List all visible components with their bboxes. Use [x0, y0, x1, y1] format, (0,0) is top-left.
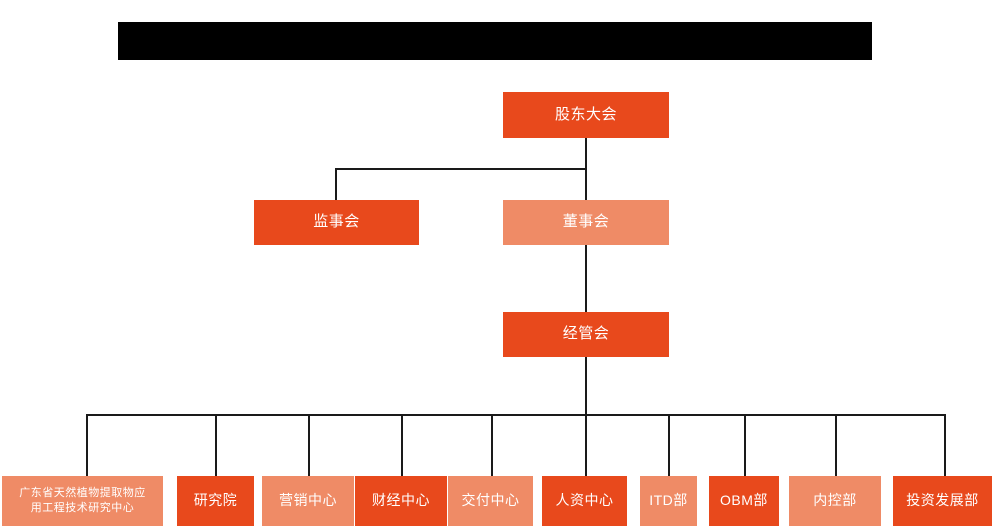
node-dept-itd[interactable]: ITD部	[640, 476, 697, 526]
connector-shareholders-down	[585, 137, 587, 170]
connector-board-to-management	[585, 240, 587, 313]
connector-to-dept-2	[215, 414, 217, 476]
connector-departments-bus	[86, 414, 945, 416]
node-dept-obm[interactable]: OBM部	[709, 476, 779, 526]
connector-to-dept-1	[86, 414, 88, 476]
node-supervisory-board[interactable]: 监事会	[254, 200, 419, 245]
node-dept-investment-development[interactable]: 投资发展部	[893, 476, 992, 526]
node-label: OBM部	[720, 492, 768, 509]
node-label: 交付中心	[461, 492, 520, 509]
node-dept-guangdong-research-center[interactable]: 广东省天然植物提取物应 用工程技术研究中心	[2, 476, 163, 526]
node-label: 广东省天然植物提取物应 用工程技术研究中心	[15, 486, 150, 516]
node-label-line1: 广东省天然植物提取物应	[19, 487, 146, 500]
connector-to-dept-9	[835, 414, 837, 476]
node-label: 投资发展部	[906, 492, 979, 509]
node-dept-finance-center[interactable]: 财经中心	[355, 476, 447, 526]
connector-tier2-bus	[335, 168, 587, 170]
node-management-committee[interactable]: 经管会	[503, 312, 669, 357]
node-label: ITD部	[649, 492, 688, 509]
connector-to-dept-8	[744, 414, 746, 476]
node-label: 内控部	[813, 492, 857, 509]
connector-to-board	[585, 168, 587, 201]
node-label: 研究院	[193, 492, 238, 509]
node-label: 股东大会	[554, 105, 617, 123]
connector-management-down	[585, 357, 587, 415]
node-dept-marketing-center[interactable]: 营销中心	[262, 476, 354, 526]
node-label-line2: 用工程技术研究中心	[30, 502, 135, 514]
node-label: 营销中心	[279, 492, 337, 509]
connector-to-dept-6	[585, 414, 587, 476]
redacted-title-bar	[118, 22, 872, 60]
node-dept-internal-control[interactable]: 内控部	[789, 476, 881, 526]
node-shareholders-meeting[interactable]: 股东大会	[503, 92, 669, 138]
node-board-of-directors[interactable]: 董事会	[503, 200, 669, 245]
node-label: 监事会	[313, 213, 360, 231]
node-dept-research-institute[interactable]: 研究院	[177, 476, 254, 526]
node-label: 董事会	[562, 213, 610, 231]
connector-to-dept-7	[668, 414, 670, 476]
connector-to-supervisory	[335, 168, 337, 201]
connector-to-dept-10	[944, 414, 946, 476]
node-label: 人资中心	[555, 492, 614, 509]
node-label: 经管会	[562, 325, 610, 343]
connector-to-dept-5	[491, 414, 493, 476]
connector-to-dept-3	[308, 414, 310, 476]
node-dept-hr-center[interactable]: 人资中心	[542, 476, 627, 526]
node-dept-delivery-center[interactable]: 交付中心	[448, 476, 533, 526]
connector-to-dept-4	[401, 414, 403, 476]
node-label: 财经中心	[372, 492, 430, 509]
